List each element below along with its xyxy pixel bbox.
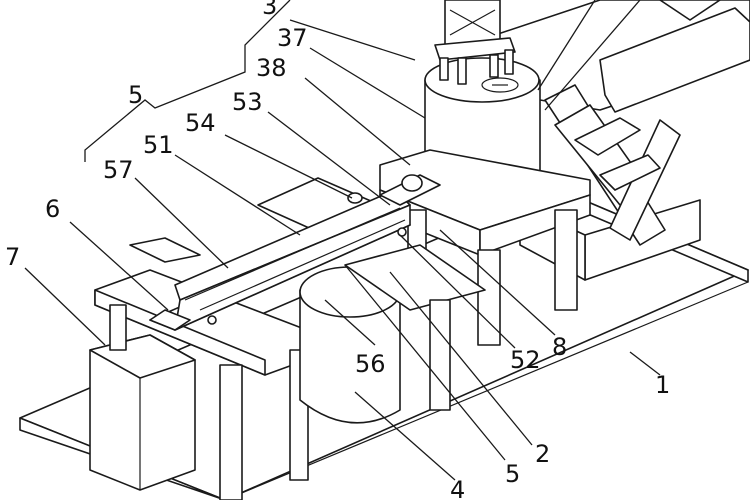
label-37: 37 [277,24,308,52]
label-6: 6 [45,195,60,223]
label-3: 3 [262,0,277,20]
scissor-frame [544,84,681,246]
label-5-bottom: 5 [505,460,520,488]
label-54: 54 [185,109,216,137]
label-53: 53 [232,88,263,116]
top-motor-frame [434,0,516,85]
label-52: 52 [510,346,541,374]
conveyor-rail [149,174,441,331]
label-1: 1 [655,371,670,399]
label-57: 57 [103,156,134,184]
label-56: 56 [355,350,386,378]
leader-lines [24,0,661,481]
label-7: 7 [5,243,20,271]
label-4: 4 [450,476,465,500]
label-2: 2 [535,440,550,468]
label-38: 38 [256,54,287,82]
label-51: 51 [143,131,174,159]
label-5-top: 5 [128,81,143,109]
part-labels: 3 37 38 5 53 54 51 57 6 7 8 52 56 1 2 5 … [5,0,670,500]
left-bin [89,334,196,491]
label-8: 8 [552,333,567,361]
left-stand [94,237,321,500]
